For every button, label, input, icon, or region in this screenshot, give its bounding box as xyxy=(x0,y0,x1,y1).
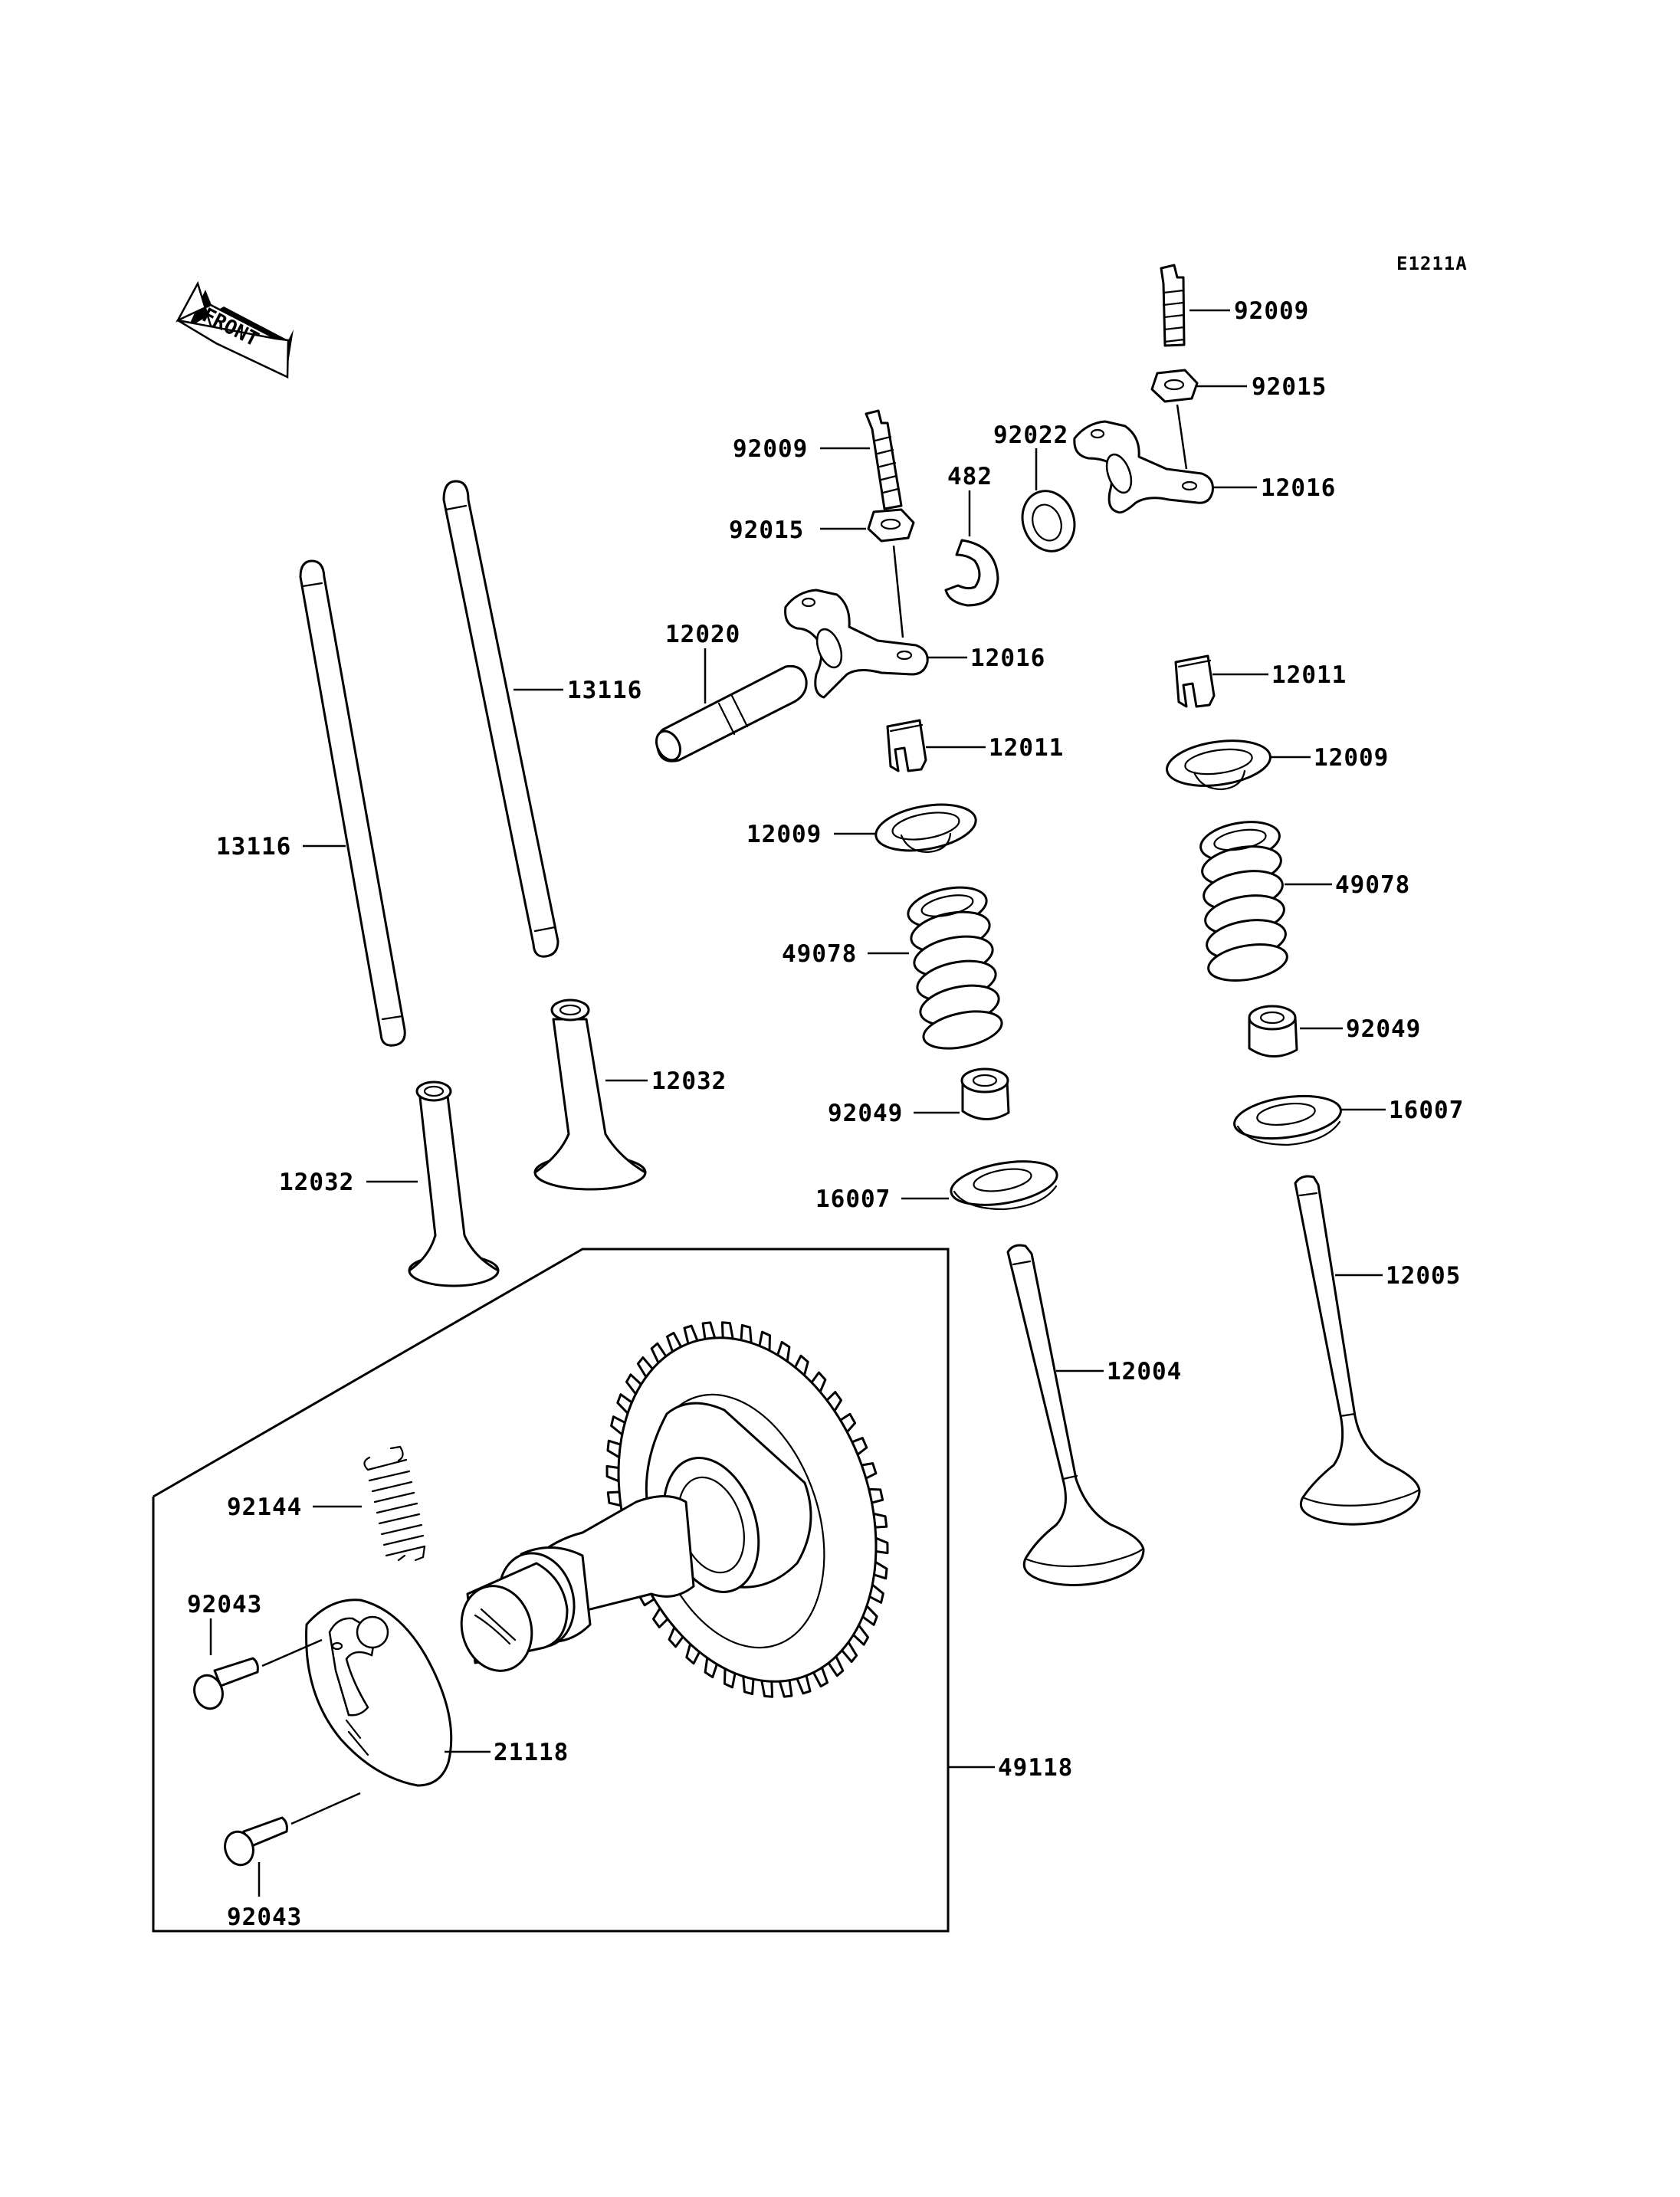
label-circlip: 482 xyxy=(947,463,993,490)
adjusting-screw-front xyxy=(865,409,903,510)
washer xyxy=(1021,490,1076,553)
label-tappet-left: 12032 xyxy=(279,1169,354,1196)
label-seat-front: 16007 xyxy=(815,1185,891,1213)
bolt-lower xyxy=(224,1816,288,1867)
push-rod-short xyxy=(299,559,406,1047)
seal-rear xyxy=(1248,1005,1298,1058)
label-push-rod-short: 13116 xyxy=(216,833,291,861)
push-rod-long xyxy=(442,480,559,958)
retainer-front xyxy=(874,803,977,854)
leader-bolt-upper-to-weight xyxy=(261,1638,323,1667)
gear-tooth xyxy=(778,1679,793,1698)
leader-bolt-lower-to-weight xyxy=(290,1792,361,1825)
seal-front xyxy=(960,1067,1010,1120)
diagram-code: E1211A xyxy=(1396,253,1468,274)
gear-tooth xyxy=(720,1321,734,1340)
label-keeper-rear: 12011 xyxy=(1271,661,1347,689)
decompressor-spring xyxy=(363,1445,426,1562)
label-intake-valve: 12004 xyxy=(1107,1358,1182,1385)
leader-rocker-arm-front-screw xyxy=(892,545,904,638)
decompressor-weight xyxy=(305,1599,453,1787)
nut-rear xyxy=(1150,369,1199,403)
seat-rear xyxy=(1233,1094,1342,1146)
label-spring-front: 49078 xyxy=(782,940,857,968)
tappet-right xyxy=(533,998,647,1191)
label-rocker-shaft: 12020 xyxy=(665,621,740,648)
label-bolt-lower: 92043 xyxy=(227,1904,302,1931)
gear-tooth xyxy=(874,1536,889,1555)
label-push-rod-long: 13116 xyxy=(567,677,642,704)
label-retainer-front: 12009 xyxy=(746,821,822,848)
camshaft xyxy=(460,1495,695,1672)
label-exhaust-valve: 12005 xyxy=(1386,1262,1461,1290)
spring-front xyxy=(907,886,1003,1050)
label-decompressor-spring: 92144 xyxy=(227,1494,302,1521)
label-keeper-front: 12011 xyxy=(989,734,1064,762)
front-arrow-icon: FRONT xyxy=(176,280,294,379)
label-seal-front: 92049 xyxy=(828,1100,903,1127)
label-adjusting-screw-rear: 92009 xyxy=(1234,297,1309,325)
spring-rear xyxy=(1199,821,1288,982)
circlip xyxy=(944,539,999,607)
adjusting-screw-rear xyxy=(1160,264,1186,347)
camshaft-assembly-frame xyxy=(152,1248,950,1933)
retainer-rear xyxy=(1166,739,1271,791)
gear-tooth xyxy=(701,1321,717,1340)
label-bolt-upper: 92043 xyxy=(187,1591,262,1618)
label-tappet-right: 12032 xyxy=(651,1067,727,1095)
label-nut-rear: 92015 xyxy=(1252,373,1327,401)
leader-rocker-arm-rear-screw xyxy=(1176,404,1188,470)
rocker-shaft xyxy=(655,664,808,762)
label-seat-rear: 16007 xyxy=(1389,1097,1464,1124)
label-rocker-arm-front: 12016 xyxy=(970,644,1045,672)
label-camshaft-assembly: 49118 xyxy=(998,1754,1073,1782)
label-washer: 92022 xyxy=(993,421,1068,449)
label-nut-front: 92015 xyxy=(729,516,804,544)
exhaust-valve xyxy=(1294,1175,1421,1526)
rocker-arm-front xyxy=(784,589,929,699)
seat-front xyxy=(950,1160,1058,1211)
keeper-front xyxy=(886,719,927,772)
tappet-left xyxy=(408,1080,500,1287)
nut-front xyxy=(867,508,915,543)
gear-tooth xyxy=(760,1679,774,1698)
label-rocker-arm-rear: 12016 xyxy=(1261,474,1336,502)
label-retainer-rear: 12009 xyxy=(1314,744,1389,772)
label-adjusting-screw-front: 92009 xyxy=(733,435,808,463)
rocker-arm-rear xyxy=(1073,420,1214,514)
label-seal-rear: 92049 xyxy=(1346,1015,1421,1043)
label-spring-rear: 49078 xyxy=(1335,871,1410,899)
intake-valve xyxy=(1006,1244,1145,1586)
keeper-rear xyxy=(1174,654,1216,708)
gear-tooth xyxy=(605,1464,620,1483)
bolt-upper xyxy=(193,1657,259,1710)
label-decompressor-weight: 21118 xyxy=(494,1739,569,1766)
